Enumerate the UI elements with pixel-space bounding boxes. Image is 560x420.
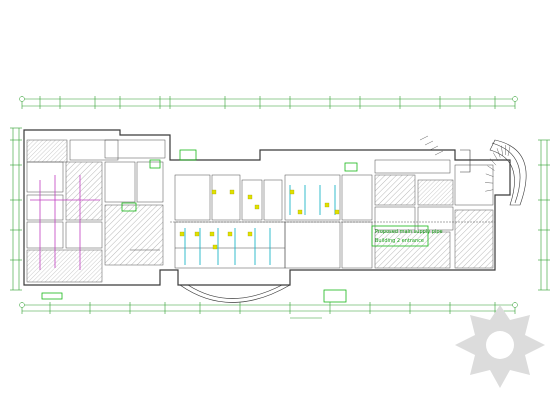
right-wing-hatched-rooms: [374, 174, 494, 269]
left-dimension-lines: [10, 127, 22, 291]
bottom-dimension-lines: [21, 302, 516, 314]
curved-stair-structure: [460, 139, 527, 206]
entrance-canopy: [179, 284, 291, 303]
green-tags: [41, 149, 358, 303]
axis-bubbles: [19, 96, 518, 308]
right-dimension-lines: [538, 139, 550, 291]
green-annotation-box: [371, 225, 429, 247]
middle-section-rooms: [174, 174, 373, 269]
top-dimension-lines: [21, 96, 516, 109]
cyan-pipes: [184, 185, 336, 265]
left-wing-rooms: [26, 139, 166, 251]
left-wing-hatched-rooms: [26, 139, 164, 283]
puzzle-watermark-icon: [455, 305, 545, 388]
annotation-line-2: Building 2 entrance: [375, 238, 424, 244]
stair-treads: [419, 135, 511, 192]
outer-wall: [23, 129, 511, 286]
annotation-line-1: Proposed main supply pipe: [375, 229, 443, 235]
yellow-fixtures: [179, 189, 340, 250]
right-wing-rooms: [374, 159, 494, 231]
magenta-pipes: [30, 175, 100, 270]
